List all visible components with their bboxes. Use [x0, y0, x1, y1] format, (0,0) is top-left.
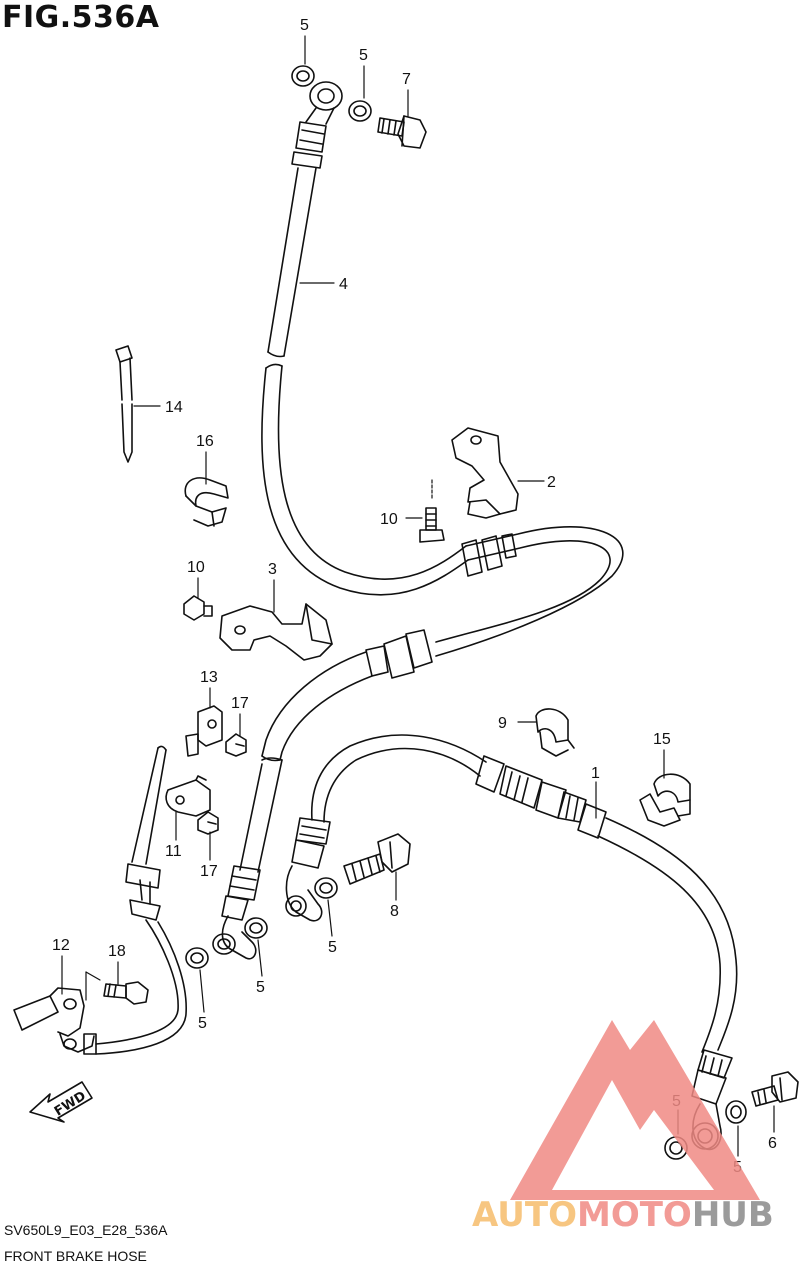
bolt-10-lower — [183, 595, 213, 621]
callout-11: 11 — [165, 843, 182, 860]
bracket-3 — [219, 603, 333, 661]
callout-1: 1 — [591, 765, 600, 782]
callout-18: 18 — [108, 943, 126, 960]
callout-8: 8 — [390, 903, 399, 920]
callout-15: 15 — [653, 731, 671, 748]
bolt-17-upper — [225, 733, 247, 757]
washer-5-right-b — [725, 1100, 747, 1124]
callout-16: 16 — [196, 433, 214, 450]
hose-4 — [261, 81, 469, 596]
callout-2: 2 — [547, 474, 556, 491]
figure-title: FIG.536A — [2, 0, 160, 35]
callout-5b: 5 — [359, 47, 368, 64]
callout-5a: 5 — [300, 17, 309, 34]
leader-lines — [61, 35, 775, 1157]
figure-code: SV650L9_E03_E28_536A — [4, 1222, 168, 1238]
watermark-moto: MOTO — [577, 1195, 692, 1235]
union-bolt-6 — [751, 1071, 799, 1107]
callout-5d: 5 — [198, 1015, 207, 1032]
callout-10a: 10 — [380, 511, 398, 528]
callout-17b: 17 — [200, 863, 218, 880]
watermark-logo: AUTOMOTOHUB — [472, 1020, 774, 1235]
washer-5-top-a — [291, 65, 315, 87]
callout-13: 13 — [200, 669, 218, 686]
bracket-2 — [451, 427, 519, 519]
washer-5-left-b — [244, 917, 268, 939]
callout-5e: 5 — [256, 979, 265, 996]
bolt-8 — [343, 833, 411, 885]
callout-17a: 17 — [231, 695, 249, 712]
hose-left-lower — [95, 745, 187, 1055]
clamp-11 — [165, 775, 211, 817]
washer-5-left-a — [185, 947, 209, 969]
clamp-15 — [639, 773, 691, 827]
callout-4: 4 — [339, 276, 348, 293]
callout-6: 6 — [768, 1135, 777, 1152]
callout-9: 9 — [498, 715, 507, 732]
figure-name: FRONT BRAKE HOSE — [4, 1248, 147, 1264]
union-bolt-7 — [377, 115, 427, 149]
watermark-hub: HUB — [692, 1195, 774, 1235]
callout-10b: 10 — [187, 559, 205, 576]
callout-7: 7 — [402, 71, 411, 88]
svg-text:AUTOMOTOHUB: AUTOMOTOHUB — [472, 1195, 774, 1235]
watermark-triangle-icon — [510, 1020, 760, 1200]
washer-5-top-b — [348, 100, 372, 122]
washer-5-middle — [314, 877, 338, 899]
bracket-13 — [185, 705, 223, 757]
callout-5c: 5 — [328, 939, 337, 956]
clamp-9 — [535, 708, 575, 757]
clamp-16 — [184, 477, 229, 527]
callout-12: 12 — [52, 937, 70, 954]
callout-3: 3 — [268, 561, 277, 578]
callout-labels: 5 5 7 4 14 16 2 10 10 3 13 17 9 15 1 11 … — [52, 17, 777, 1176]
bolt-10-upper — [419, 507, 445, 543]
callout-14: 14 — [165, 399, 183, 416]
hose-upper-main — [212, 526, 624, 960]
bolt-18 — [103, 981, 149, 1005]
fwd-arrow-icon — [29, 1081, 93, 1123]
watermark-auto: AUTO — [472, 1195, 577, 1235]
sensor-12 — [13, 987, 97, 1055]
cable-tie-14 — [115, 345, 133, 463]
bolt-17-lower — [197, 811, 219, 835]
